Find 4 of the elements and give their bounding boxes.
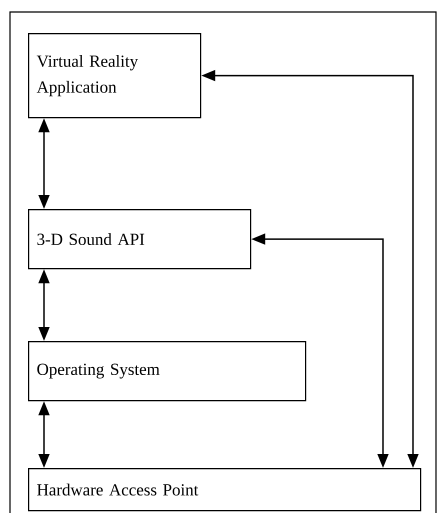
process-box: Hardware Access Point	[28, 468, 422, 512]
process-box: Virtual Reality Application	[28, 33, 202, 118]
process-box: Operating System	[28, 341, 306, 402]
process-box: 3-D Sound API	[28, 209, 252, 270]
